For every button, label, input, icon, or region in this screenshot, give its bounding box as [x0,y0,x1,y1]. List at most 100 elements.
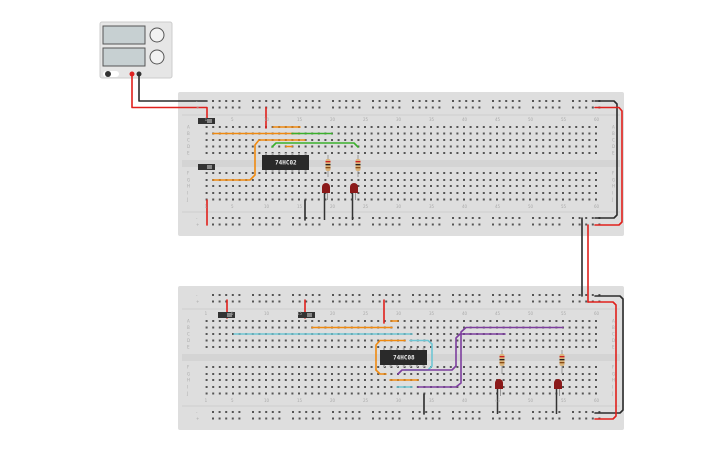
hole[interactable] [377,192,380,194]
hole[interactable] [390,145,393,148]
rail-hole[interactable] [538,217,541,219]
hole[interactable] [291,320,294,322]
hole[interactable] [370,339,373,342]
hole[interactable] [436,320,439,322]
hole[interactable] [581,373,584,375]
hole[interactable] [304,179,307,181]
hole[interactable] [317,373,320,375]
hole[interactable] [258,339,261,342]
hole[interactable] [317,320,320,322]
rail-hole[interactable] [532,217,534,219]
hole[interactable] [581,139,584,141]
hole[interactable] [337,379,340,381]
hole[interactable] [548,346,551,348]
hole[interactable] [568,172,571,174]
rail-hole[interactable] [311,223,314,226]
rail-hole[interactable] [578,106,581,109]
hole[interactable] [595,152,597,154]
hole[interactable] [370,366,373,368]
hole[interactable] [476,379,479,381]
rail-hole[interactable] [212,411,214,413]
hole[interactable] [423,139,426,141]
hole[interactable] [205,172,208,174]
hole[interactable] [337,152,340,154]
hole[interactable] [443,139,446,141]
hole[interactable] [489,132,492,135]
rail-hole[interactable] [425,100,428,102]
hole[interactable] [548,379,551,381]
hole[interactable] [575,373,578,375]
hole[interactable] [436,379,439,381]
hole[interactable] [350,373,353,375]
hole[interactable] [542,192,545,194]
hole[interactable] [482,172,485,174]
rail-hole[interactable] [298,217,301,219]
rail-hole[interactable] [511,106,514,109]
hole[interactable] [529,172,531,174]
hole[interactable] [463,172,465,174]
hole[interactable] [304,326,307,329]
rail-hole[interactable] [231,411,234,413]
rail-hole[interactable] [318,223,321,226]
rail-hole[interactable] [385,217,388,219]
hole[interactable] [430,145,432,148]
hole[interactable] [350,379,353,381]
hole[interactable] [225,145,228,148]
rail-hole[interactable] [412,217,414,219]
hole[interactable] [430,326,432,329]
rail-hole[interactable] [265,411,268,413]
ic-chip[interactable]: 74HC08 [380,348,427,367]
hole[interactable] [377,152,380,154]
hole[interactable] [284,379,287,381]
hole[interactable] [410,152,413,154]
hole[interactable] [324,392,327,395]
hole[interactable] [370,145,373,148]
hole[interactable] [344,139,347,141]
hole[interactable] [357,379,360,381]
hole[interactable] [317,126,320,128]
hole[interactable] [232,386,234,388]
hole[interactable] [410,139,413,141]
hole[interactable] [383,198,386,201]
rail-hole[interactable] [465,223,468,226]
hole[interactable] [496,366,498,368]
rail-hole[interactable] [478,223,481,226]
rail-hole[interactable] [318,106,321,109]
hole[interactable] [390,373,393,375]
hole[interactable] [251,139,254,141]
hole[interactable] [449,179,452,181]
hole[interactable] [357,152,360,154]
hole[interactable] [575,132,578,135]
hole[interactable] [476,152,479,154]
hole[interactable] [403,373,406,375]
hole[interactable] [482,373,485,375]
hole[interactable] [456,392,459,395]
hole[interactable] [331,373,333,375]
hole[interactable] [265,386,267,388]
hole[interactable] [443,373,446,375]
rail-hole[interactable] [431,217,434,219]
rail-hole[interactable] [252,223,254,226]
hole[interactable] [522,152,525,154]
hole[interactable] [265,379,267,381]
hole[interactable] [548,172,551,174]
hole[interactable] [350,366,353,368]
hole[interactable] [502,198,505,201]
hole[interactable] [357,139,360,141]
rail-hole[interactable] [298,294,301,296]
hole[interactable] [555,192,558,194]
hole[interactable] [489,366,492,368]
hole[interactable] [416,392,419,395]
hole[interactable] [311,320,314,322]
hole[interactable] [383,379,386,381]
hole[interactable] [370,139,373,141]
hole[interactable] [390,179,393,181]
rail-hole[interactable] [585,100,588,102]
switch-slider[interactable] [307,313,312,317]
hole[interactable] [522,333,525,335]
rail-hole[interactable] [551,223,554,226]
hole[interactable] [443,320,446,322]
rail-hole[interactable] [532,223,534,226]
rail-hole[interactable] [471,294,474,296]
hole[interactable] [496,198,498,201]
